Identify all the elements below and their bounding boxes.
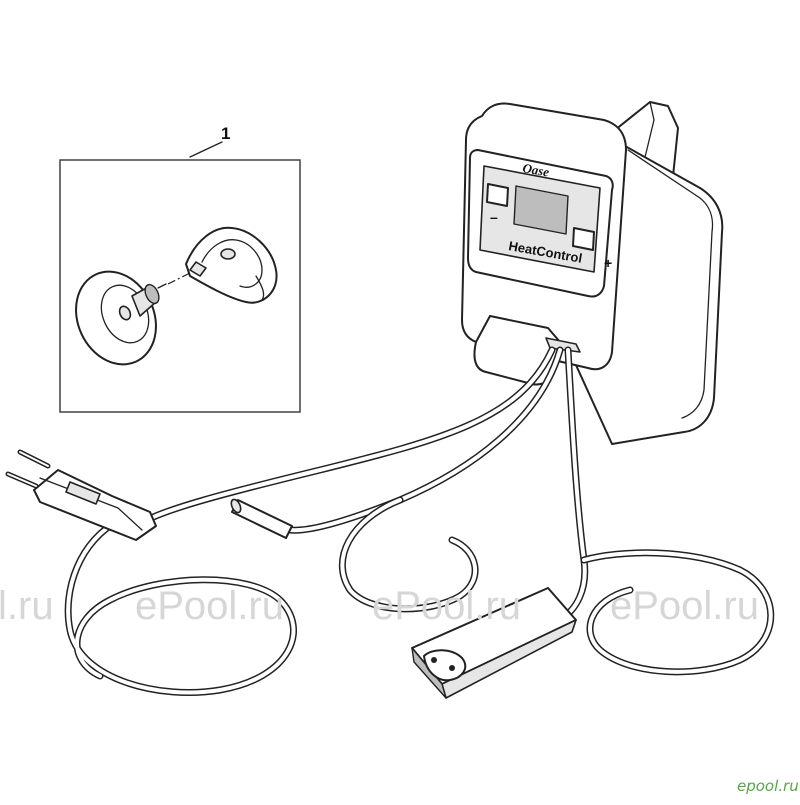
heater-cord bbox=[556, 346, 775, 676]
temperature-sensor bbox=[230, 498, 293, 539]
power-cord bbox=[64, 346, 556, 696]
footer-brand-link[interactable]: epool.ru bbox=[737, 777, 799, 795]
callout-number: 1 bbox=[221, 124, 231, 143]
watermark-text: ePool.ru bbox=[610, 584, 759, 628]
watermark-text: l.ru bbox=[0, 584, 54, 628]
brand-logo: Oase bbox=[521, 160, 550, 179]
plus-sign: + bbox=[604, 255, 612, 271]
controller-housing bbox=[461, 101, 724, 445]
holder-clip bbox=[185, 226, 278, 304]
callout-leader bbox=[189, 141, 223, 158]
watermark-text: ePool.ru bbox=[135, 584, 284, 628]
euro-plug bbox=[5, 449, 157, 541]
watermark-text: ePool.ru bbox=[372, 584, 521, 628]
sensor-cord bbox=[286, 346, 564, 613]
suction-cup bbox=[75, 270, 167, 366]
minus-sign: – bbox=[490, 209, 498, 225]
socket-outlet bbox=[411, 587, 577, 699]
